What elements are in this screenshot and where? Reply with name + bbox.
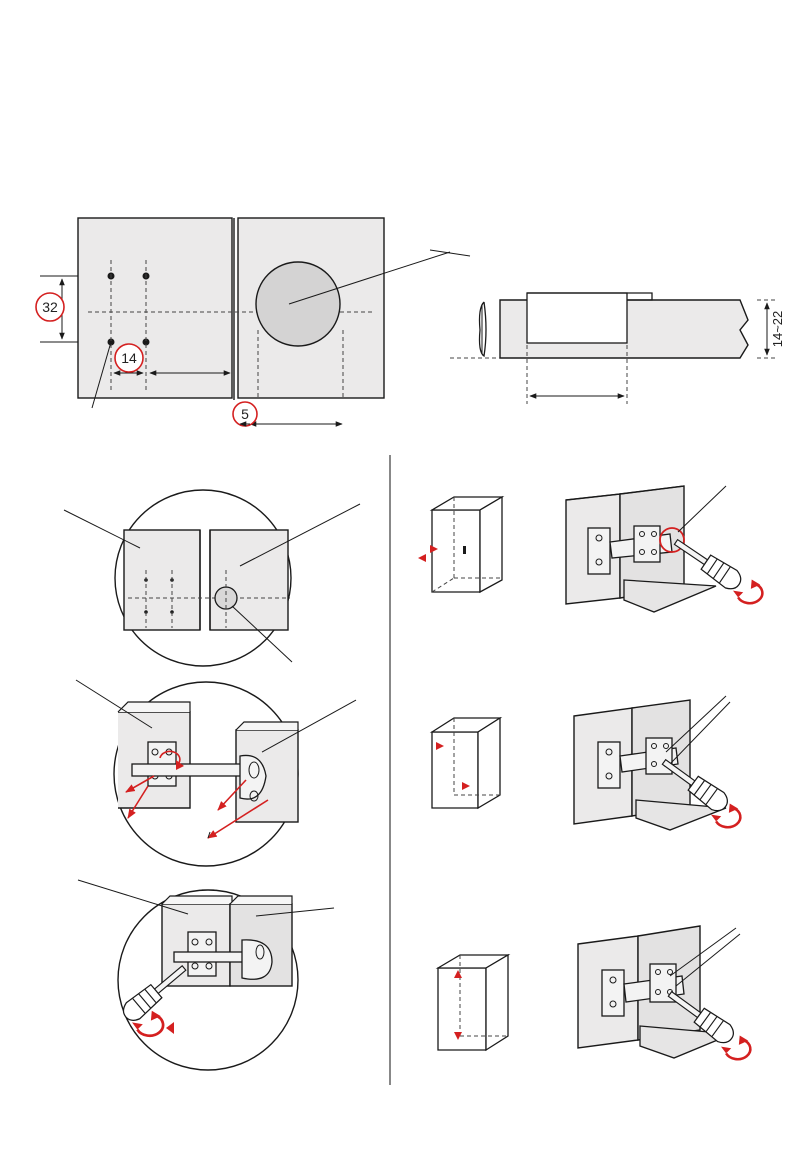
adjust-step-1 [565, 485, 764, 613]
door-side-section: 14~22 [450, 292, 785, 404]
door-thickness-label: 14~22 [770, 311, 785, 348]
cabinet-box-1 [418, 495, 505, 594]
cabinet-box-3 [435, 953, 511, 1052]
drilling-template: 32 14 5 [35, 217, 471, 427]
gap-label: 5 [241, 406, 249, 422]
adjust-step-3 [577, 925, 752, 1061]
step2-hinge-placement [75, 679, 357, 867]
step3-screw-hinge [77, 879, 335, 1071]
adjust-step-2 [573, 695, 742, 831]
cabinet-box-2 [429, 716, 503, 810]
edge-offset-label: 14 [121, 350, 137, 366]
drill-spacing-label: 32 [42, 299, 58, 315]
step1-panel-marking [63, 489, 361, 667]
